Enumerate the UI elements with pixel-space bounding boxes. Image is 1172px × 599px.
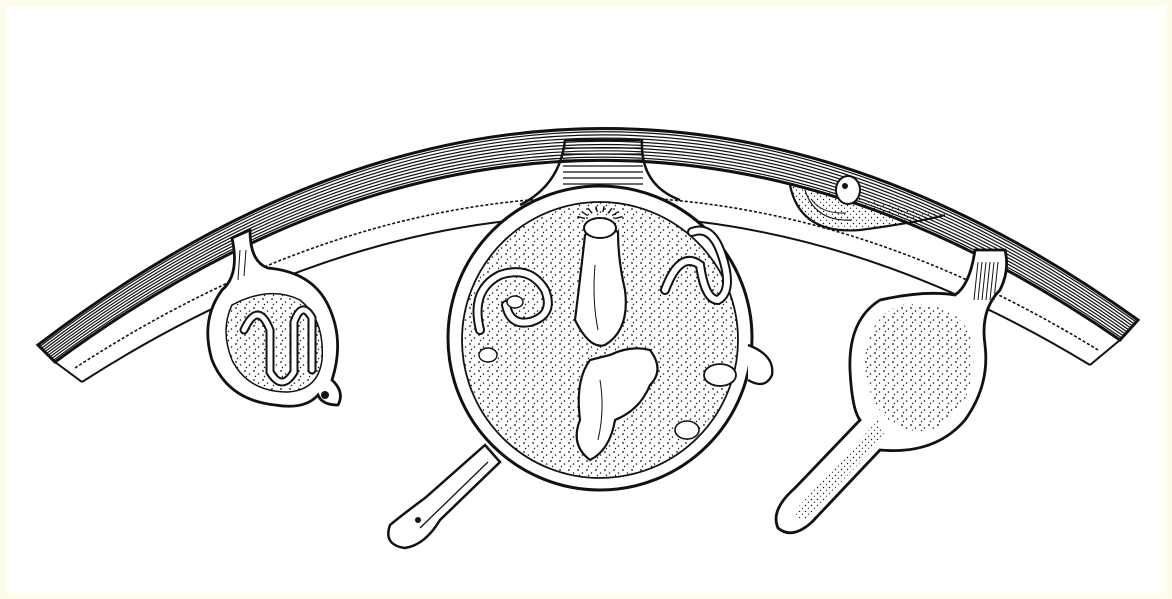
central-chamber [388, 140, 772, 548]
right-chamber [776, 250, 1007, 533]
left-chamber [208, 230, 341, 406]
